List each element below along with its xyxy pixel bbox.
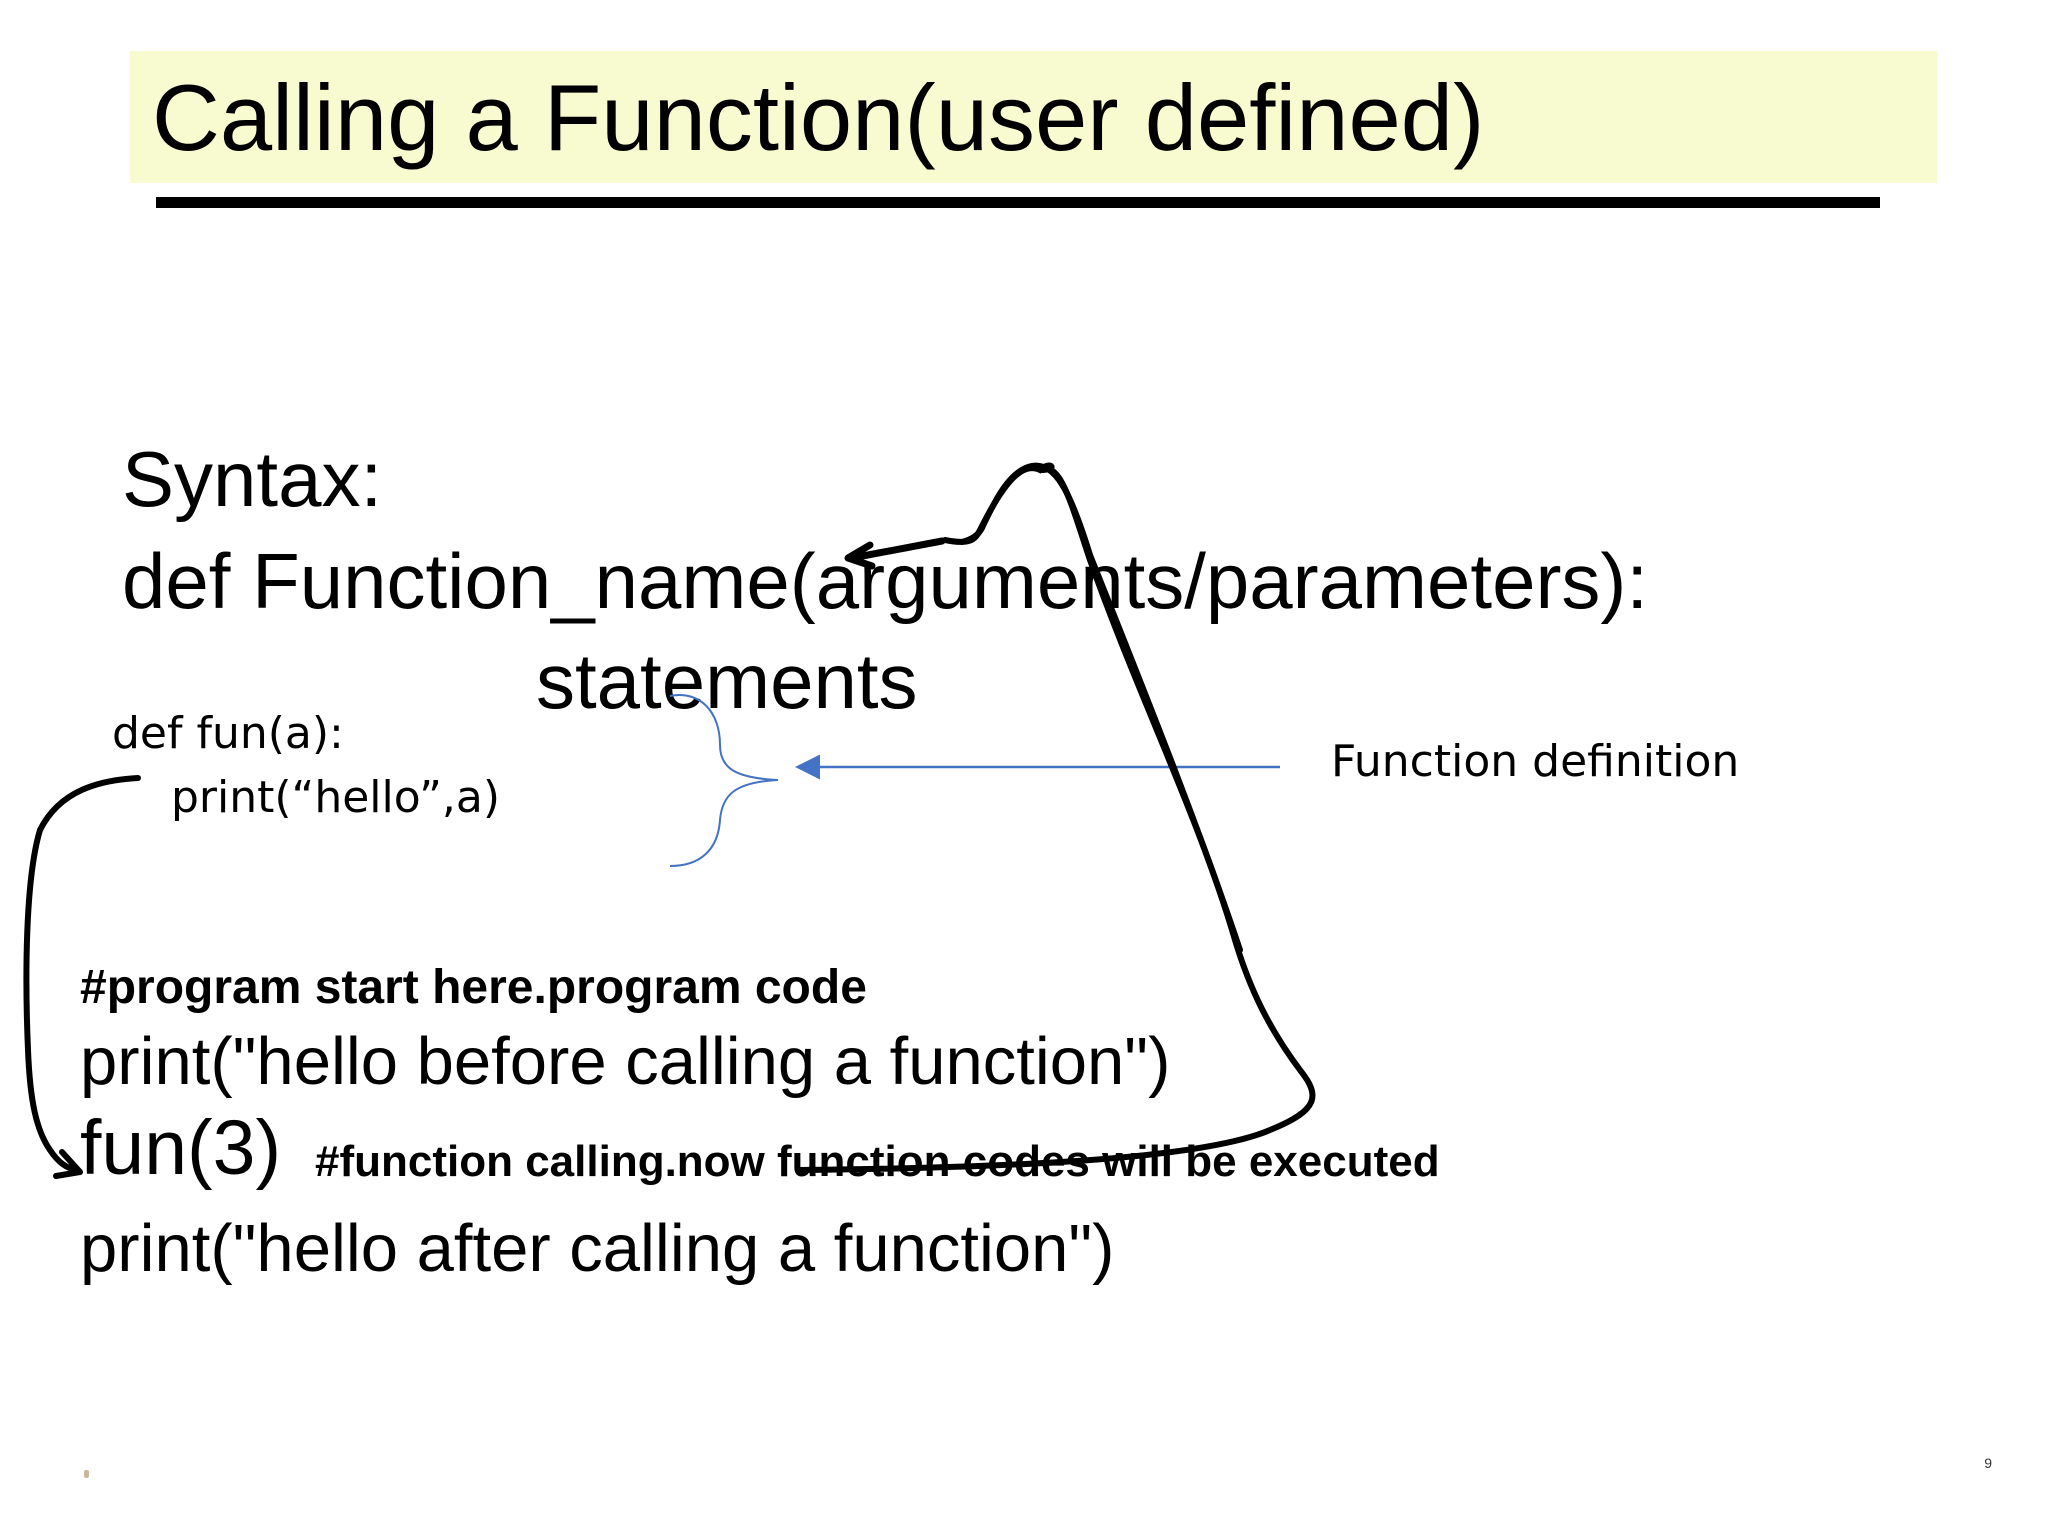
return-flow-arrow-tail [848, 537, 946, 562]
title-divider [156, 197, 1880, 208]
curly-brace [669, 694, 779, 867]
function-call: fun(3) [80, 1105, 282, 1191]
return-flow-arrowhead [844, 541, 876, 570]
program-comment: #program start here.program code [80, 961, 867, 1014]
example-def-line: def fun(a): [112, 708, 344, 759]
slide-title: Calling a Function(user defined) [152, 65, 1485, 170]
return-flow-arrow [797, 462, 1316, 1173]
function-definition-label: Function definition [1331, 736, 1740, 787]
call-flow-arrowhead-left [53, 1149, 83, 1179]
corner-mark [84, 1470, 89, 1478]
print-before-line: print("hello before calling a function") [80, 1024, 1171, 1099]
page-number: 9 [1984, 1455, 1992, 1471]
syntax-label: Syntax: [122, 435, 383, 523]
print-after-line: print("hello after calling a function") [80, 1211, 1115, 1286]
syntax-statements: statements [536, 637, 918, 725]
function-call-comment: #function calling.now function codes wil… [315, 1137, 1440, 1186]
example-body-line: print(“hello”,a) [171, 772, 501, 823]
call-flow-arrow-left [23, 775, 141, 1173]
title-band [130, 51, 1937, 183]
return-flow-curve [959, 462, 1243, 953]
